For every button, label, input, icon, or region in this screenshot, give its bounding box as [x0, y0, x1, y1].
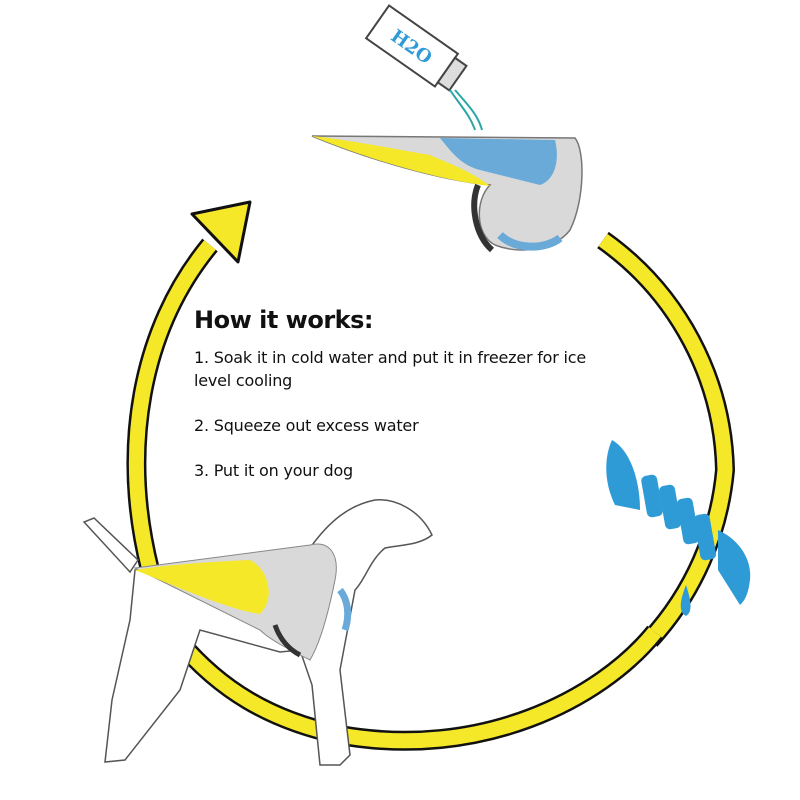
wrung-vest-icon: [606, 440, 751, 616]
cycle-arrow-icon: [126, 200, 736, 751]
step-1: 1. Soak it in cold water and put it in f…: [194, 348, 587, 390]
cooling-vest-icon: [311, 135, 583, 253]
instructions-panel: How it works: 1. Soak it in cold water a…: [194, 306, 624, 482]
step-2: 2. Squeeze out excess water: [194, 416, 419, 435]
dog-wearing-vest-icon: [82, 499, 433, 766]
water-bottle-icon: H2O: [364, 4, 483, 131]
step-3: 3. Put it on your dog: [194, 461, 354, 480]
title-heading: How it works:: [194, 306, 374, 334]
